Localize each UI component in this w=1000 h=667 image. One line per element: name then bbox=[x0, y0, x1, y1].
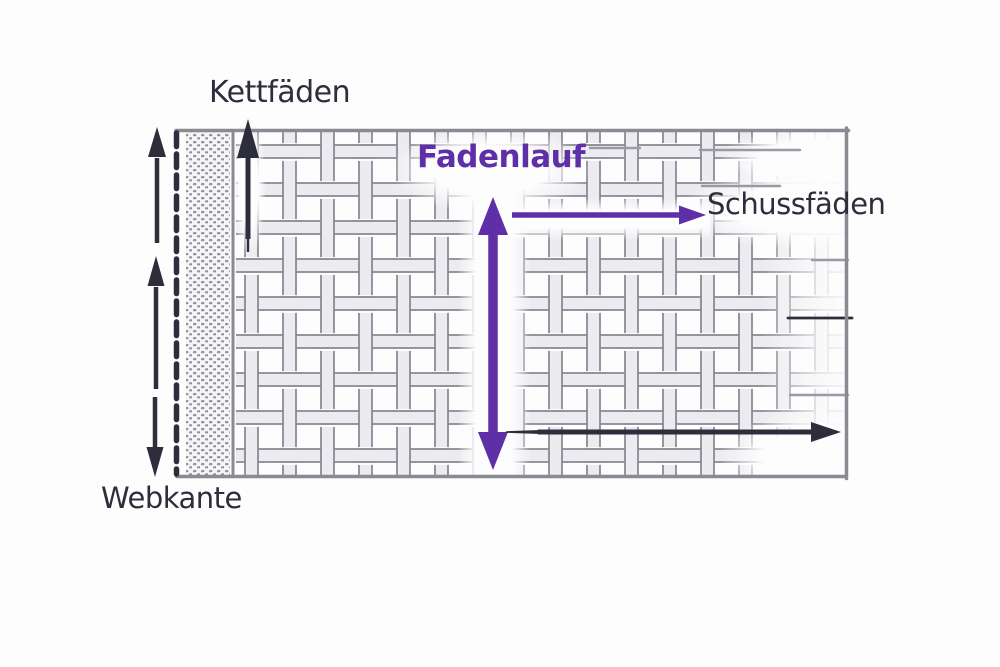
thread-streaks bbox=[588, 146, 854, 397]
label-fadenlauf: Fadenlauf bbox=[417, 139, 586, 175]
label-schussfaeden: Schussfäden bbox=[707, 187, 886, 221]
fabric-outline bbox=[174, 126, 851, 481]
selvage-direction-arrow-middle-up bbox=[147, 256, 165, 389]
schussfaeden-arrow bbox=[512, 205, 706, 225]
selvage-direction-arrow-bottom-down bbox=[146, 397, 164, 477]
weft-direction-arrow bbox=[506, 422, 841, 442]
label-kettfaeden: Kettfäden bbox=[209, 75, 351, 110]
selvage-texture bbox=[186, 131, 230, 476]
label-webkante: Webkante bbox=[101, 481, 242, 515]
weave-pattern-area bbox=[236, 131, 845, 476]
selvage-band bbox=[186, 131, 235, 476]
fadenlauf-arrow bbox=[478, 197, 508, 470]
kettfaeden-arrow bbox=[237, 119, 259, 252]
selvage-direction-arrow-top bbox=[148, 127, 166, 243]
